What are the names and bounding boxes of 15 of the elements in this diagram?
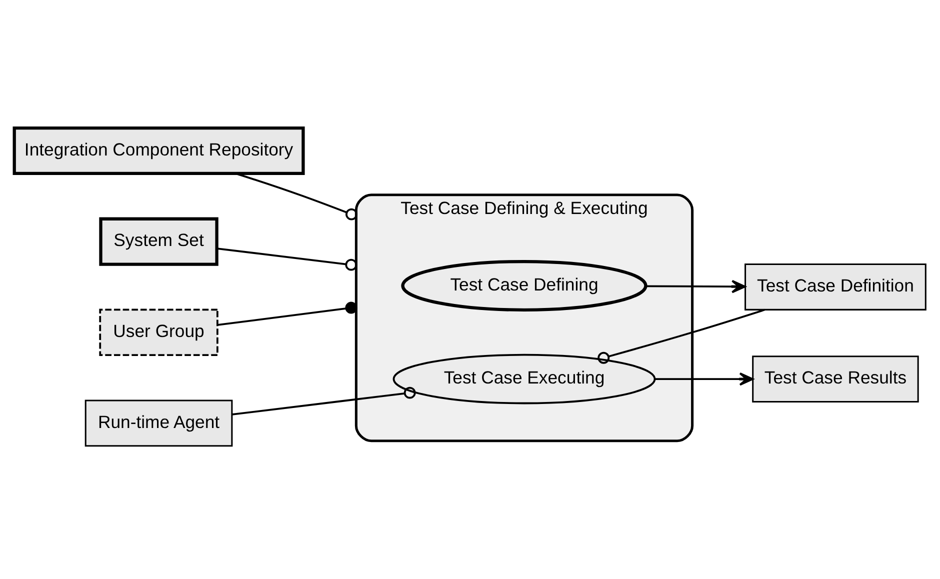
connector — [598, 308, 765, 364]
node-box: Integration Component Repository — [12, 126, 305, 176]
arrow — [646, 280, 746, 294]
node-box: Test Case Results — [752, 356, 919, 403]
connector — [236, 172, 358, 220]
connector — [232, 386, 416, 416]
node-box: User Group — [99, 308, 218, 356]
node-box: Test Case Definition — [744, 264, 926, 310]
node-box: System Set — [99, 217, 218, 266]
arrow — [654, 372, 754, 386]
connector — [217, 302, 358, 326]
node-box: Run-time Agent — [84, 400, 233, 447]
node-ellipse: Test Case Executing — [392, 354, 656, 404]
node-ellipse: Test Case Defining — [401, 260, 648, 312]
connector — [217, 248, 358, 271]
